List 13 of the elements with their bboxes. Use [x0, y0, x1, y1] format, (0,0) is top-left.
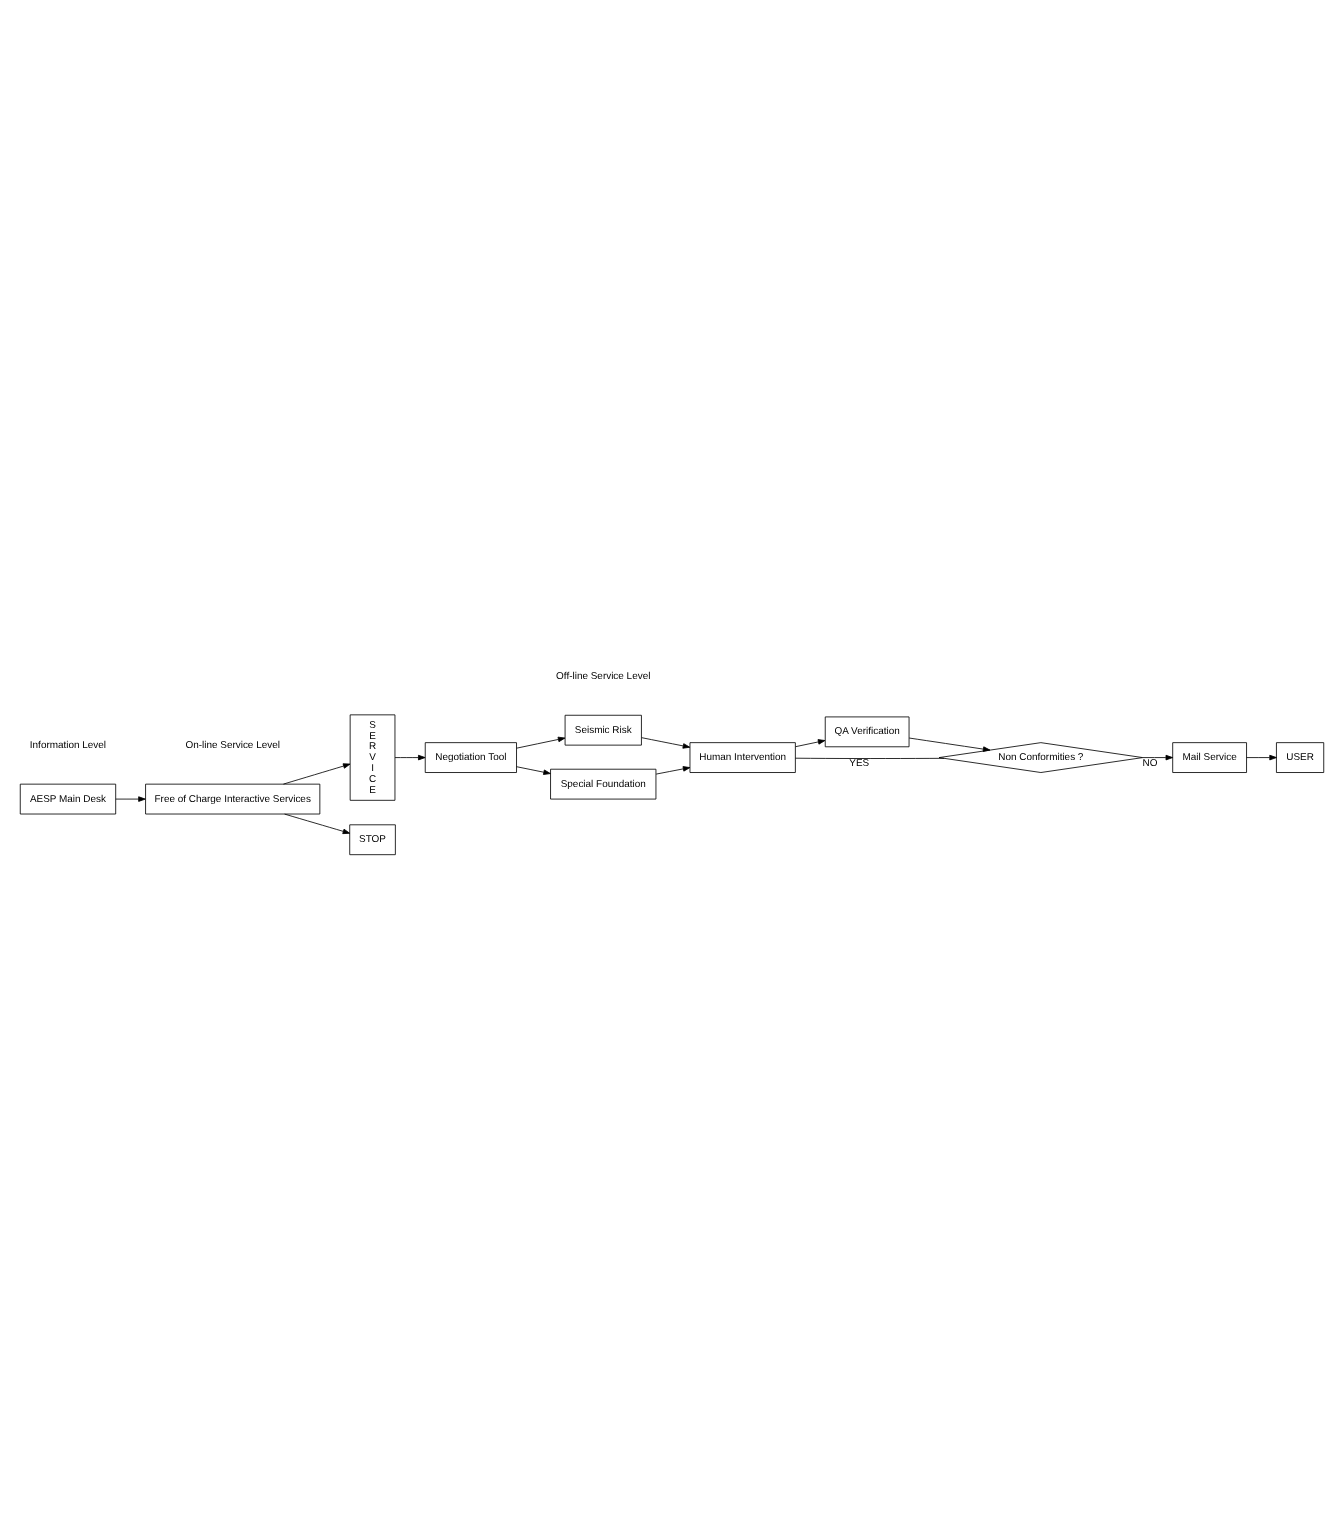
- arrow: [516, 736, 566, 749]
- arrow: [115, 796, 146, 802]
- arrow: [1246, 754, 1277, 761]
- arrow: [394, 754, 426, 761]
- arrow: [516, 766, 551, 775]
- arrow: [1142, 754, 1174, 761]
- arrow: [795, 739, 826, 748]
- arrow: [655, 766, 691, 775]
- arrow: [641, 737, 691, 749]
- arrow: [908, 737, 991, 752]
- arrow: [284, 813, 351, 835]
- arrow: [283, 763, 351, 785]
- connector: [794, 757, 945, 759]
